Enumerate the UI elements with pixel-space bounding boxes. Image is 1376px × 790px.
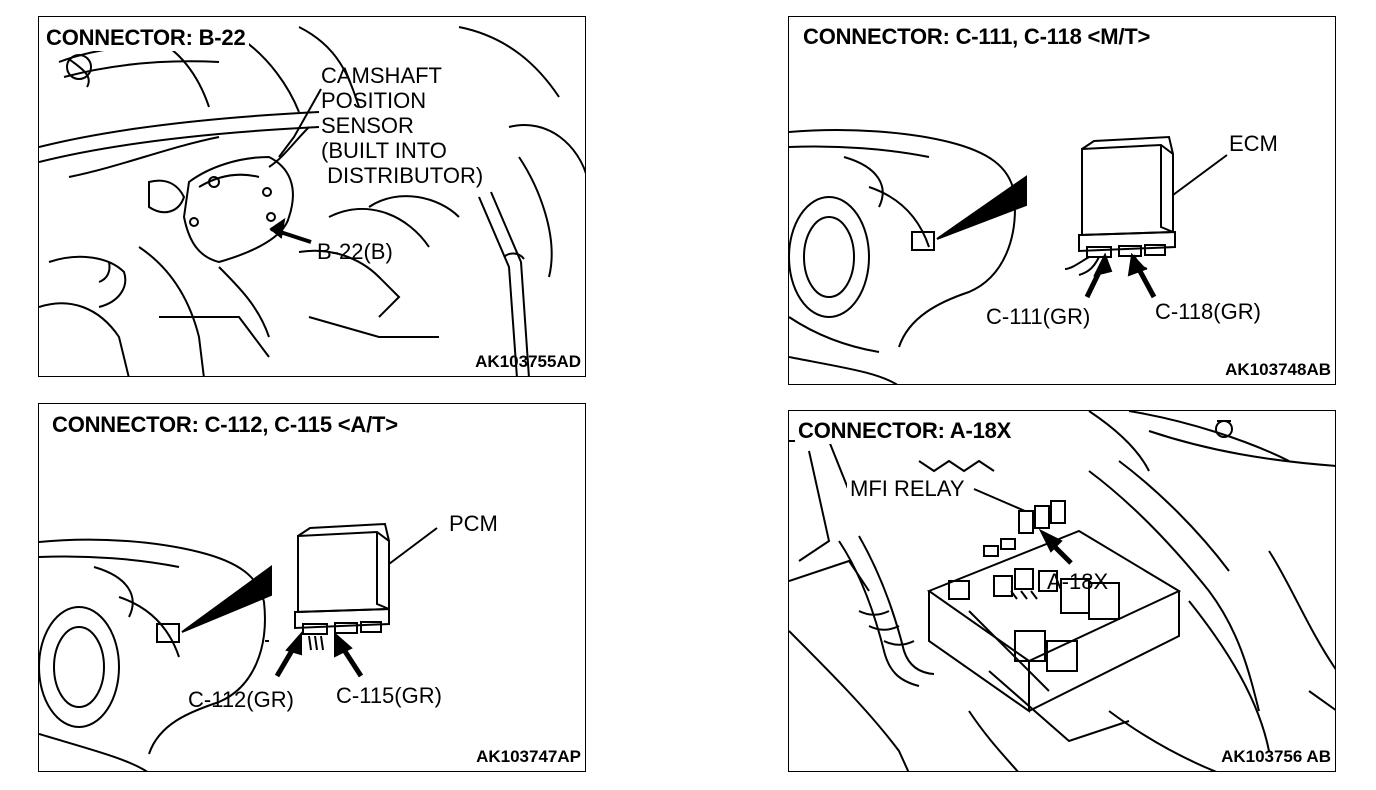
relay-label: MFI RELAY xyxy=(847,476,968,501)
panel-c112-c115: CONNECTOR: C-112, C-115 <A/T> PCM C-112(… xyxy=(38,403,586,772)
connector-label: C-112(GR) xyxy=(188,687,294,712)
relay-box-illustration xyxy=(789,411,1335,771)
sensor-label-line: (BUILT INTO xyxy=(321,138,447,163)
panel-a18x: CONNECTOR: A-18X MFI RELAY A-18X AK10375… xyxy=(788,410,1336,772)
panel-b22: CONNECTOR: B-22 CAMSHAFT POSITION SENSOR… xyxy=(38,16,586,377)
ecm-location-illustration xyxy=(789,129,1228,384)
figure-code: AK103748AB xyxy=(1225,360,1331,379)
connector-label: C-111(GR) xyxy=(986,304,1091,329)
connector-label: B-22(B) xyxy=(317,239,393,264)
pcm-location-illustration xyxy=(39,522,438,771)
sensor-label-line: SENSOR xyxy=(321,113,414,138)
sensor-label-line: POSITION xyxy=(321,88,427,113)
panel-title: CONNECTOR: B-22 xyxy=(43,25,249,51)
panel-title: CONNECTOR: C-111, C-118 <M/T> xyxy=(803,24,1151,49)
figure-code: AK103755AD xyxy=(475,352,581,371)
engine-drawing-illustration xyxy=(39,26,585,376)
connector-label: C-115(GR) xyxy=(336,683,442,708)
unit-label: ECM xyxy=(1229,131,1278,156)
connector-label: C-118(GR) xyxy=(1155,299,1261,324)
panel-title: CONNECTOR: A-18X xyxy=(795,418,1015,444)
figure-code: AK103747AP xyxy=(476,747,581,766)
panel-title: CONNECTOR: C-112, C-115 <A/T> xyxy=(52,412,398,437)
sensor-label-line: DISTRIBUTOR) xyxy=(321,163,484,188)
sensor-label-line: CAMSHAFT xyxy=(321,63,442,88)
connector-label: A-18X xyxy=(1047,569,1109,594)
panel-c111-c118: CONNECTOR: C-111, C-118 <M/T> ECM C-111(… xyxy=(788,16,1336,385)
figure-code: AK103756 AB xyxy=(1221,747,1331,766)
unit-label: PCM xyxy=(449,511,498,536)
